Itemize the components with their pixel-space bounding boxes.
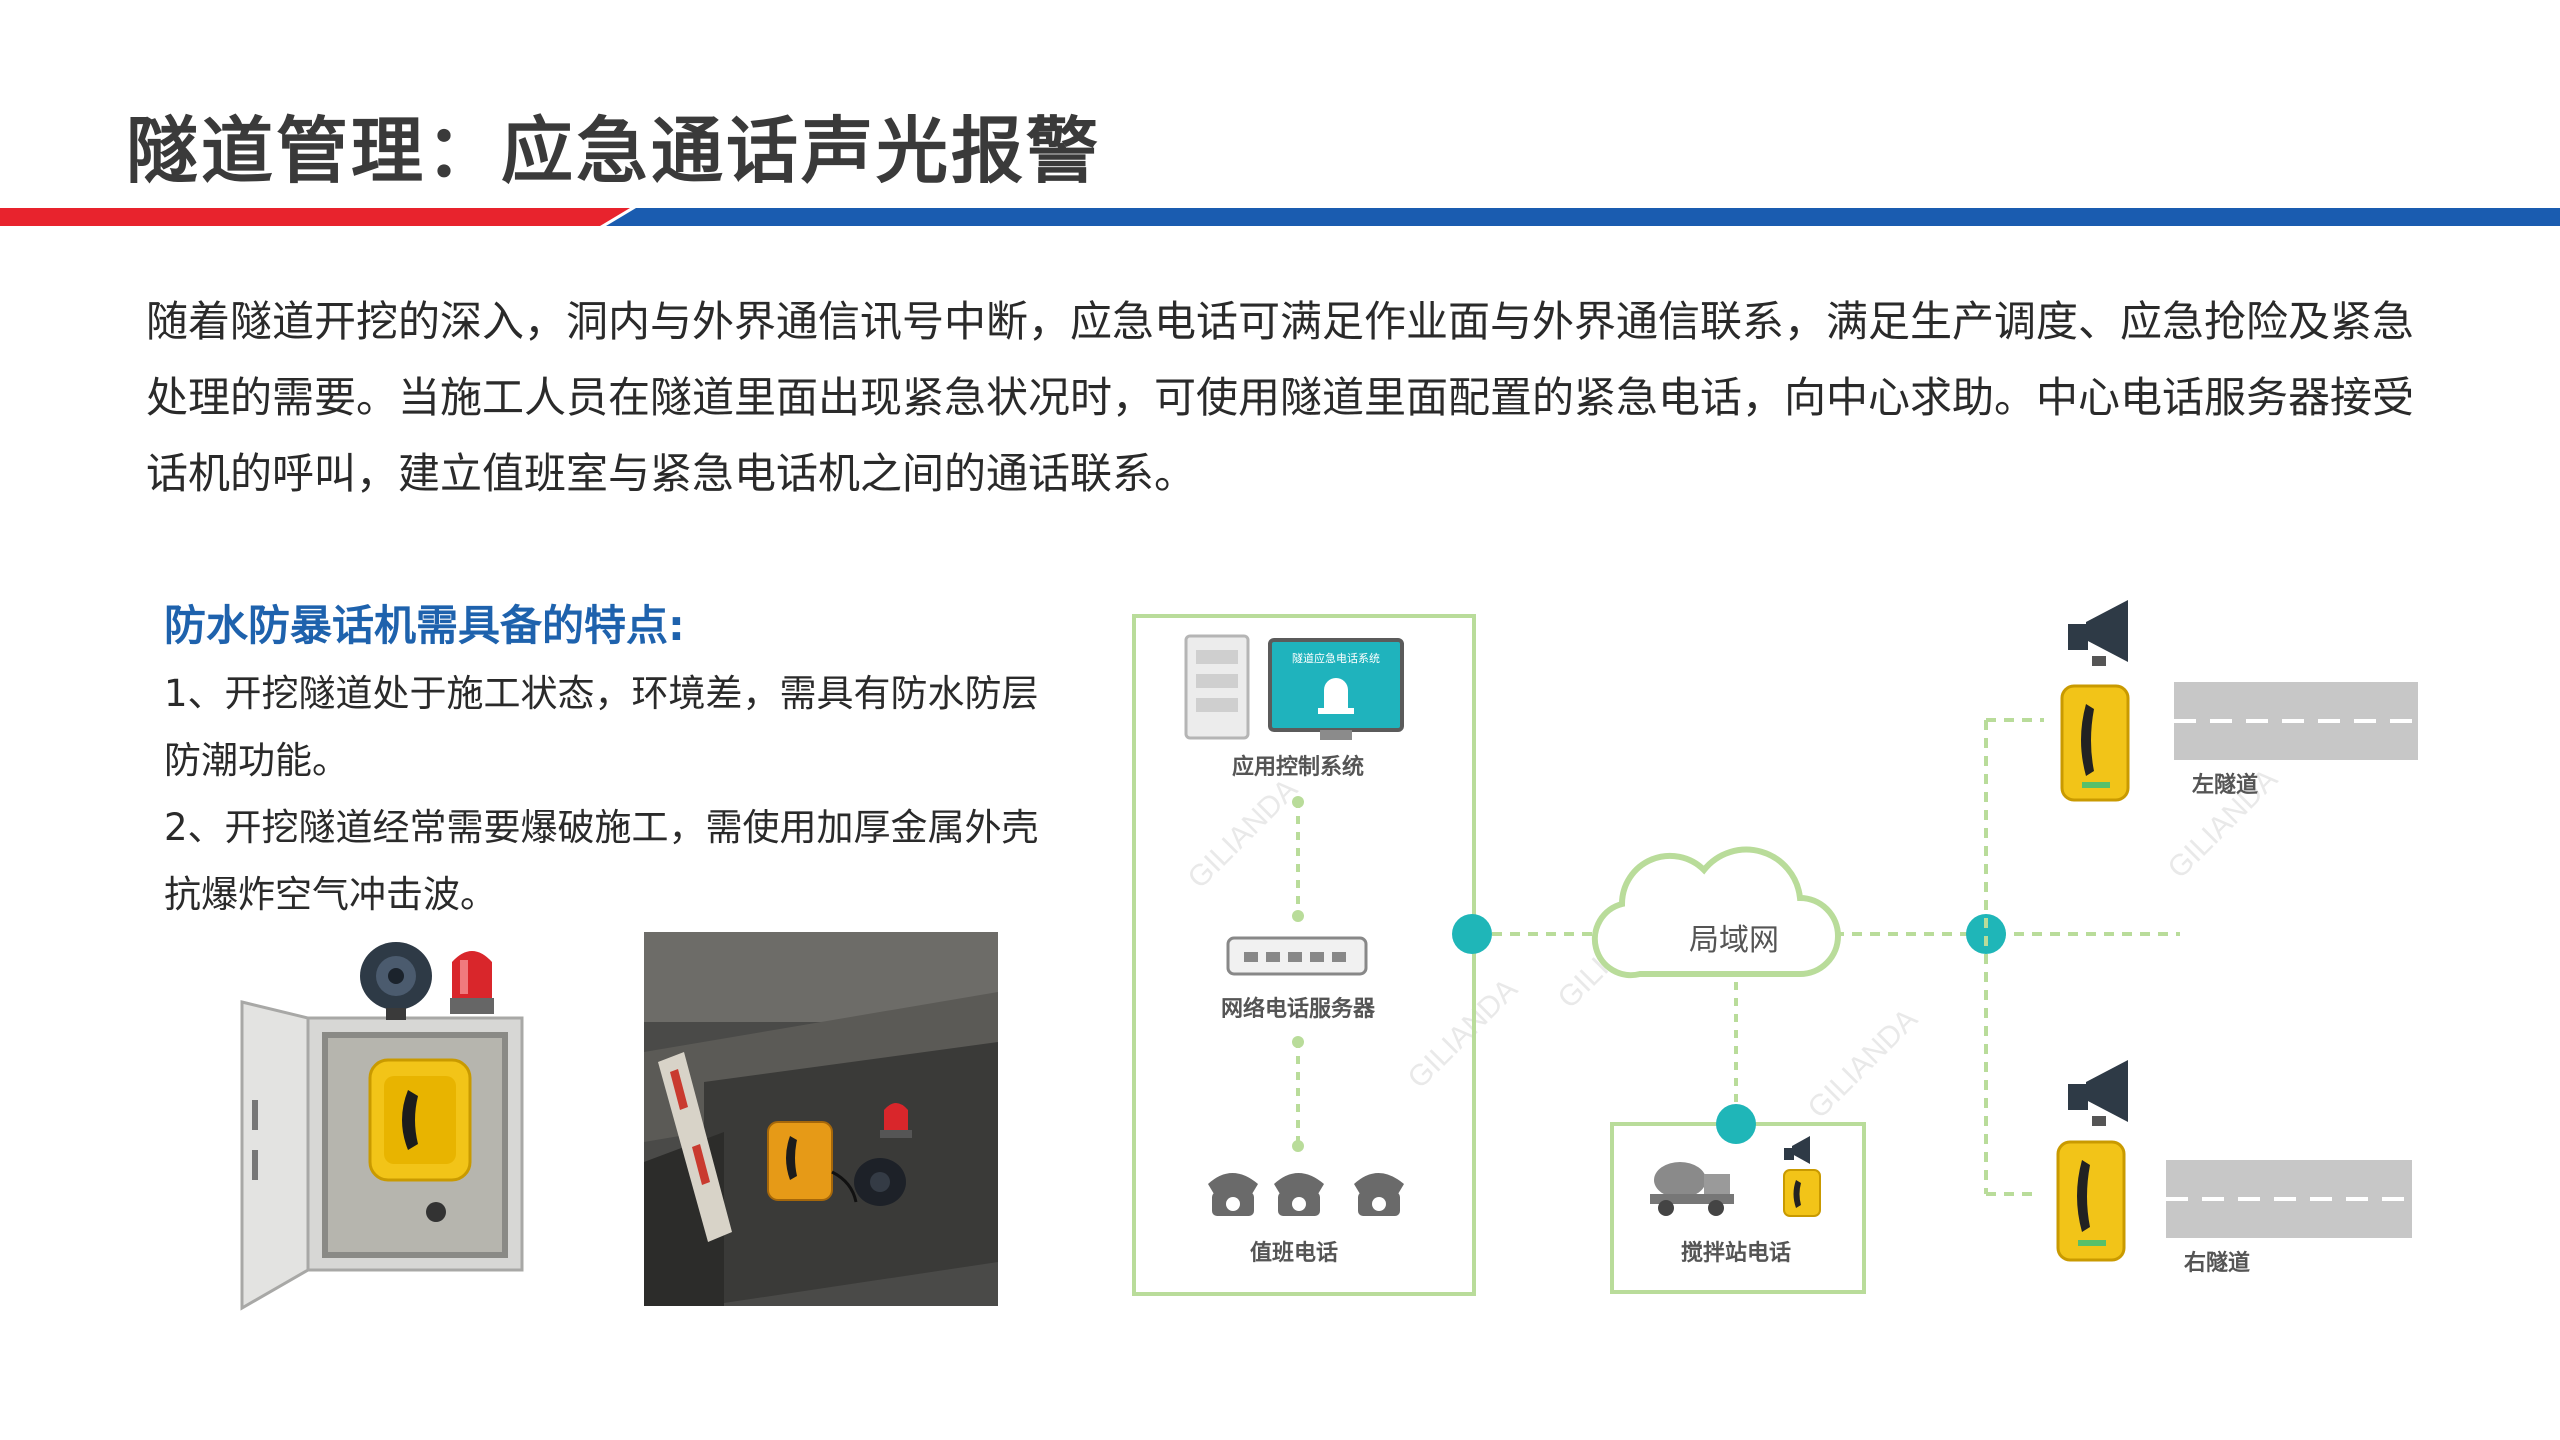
phone-icon xyxy=(2060,684,2130,802)
features-section: 防水防暴话机需具备的特点: 1、开挖隧道处于施工状态，环境差，需具有防水防层防潮… xyxy=(164,592,1044,928)
duty-phone-label: 值班电话 xyxy=(1250,1240,1338,1266)
speaker-icon xyxy=(2068,600,2128,666)
lan-label: 局域网 xyxy=(1689,923,1779,958)
connection-node xyxy=(1452,914,1492,954)
connection-node xyxy=(1716,1104,1756,1144)
cabinet-phone-photo xyxy=(240,942,524,1311)
lan-cloud-icon xyxy=(1591,846,1841,979)
duty-phone-icon xyxy=(1208,1173,1404,1216)
speaker-icon xyxy=(360,942,432,1020)
phone-icon xyxy=(767,1121,833,1201)
screen-caption: 隧道应急电话系统 xyxy=(1292,651,1380,665)
speaker-icon xyxy=(2068,1060,2128,1126)
mixing-station-frame xyxy=(1610,1122,1866,1294)
system-diagram: GILIANDA GILIANDA GILIANDA GILIANDA GILI… xyxy=(1132,600,2418,1296)
right-tunnel-road xyxy=(2166,1160,2412,1238)
connection-node xyxy=(1966,914,2006,954)
speaker-icon xyxy=(1784,1136,1810,1164)
features-title: 防水防暴话机需具备的特点: xyxy=(164,601,685,650)
control-system-icon: 隧道应急电话系统 xyxy=(1184,634,1404,740)
mixing-station-label: 搅拌站电话 xyxy=(1681,1240,1791,1266)
left-tunnel-label: 左隧道 xyxy=(2192,772,2258,798)
intro-paragraph: 随着隧道开挖的深入，洞内与外界通信讯号中断，应急电话可满足作业面与外界通信联系，… xyxy=(146,297,2415,498)
speaker-icon xyxy=(854,1158,906,1206)
right-tunnel-label: 右隧道 xyxy=(2184,1250,2250,1276)
page-title: 隧道管理：应急通话声光报警 xyxy=(126,109,1102,193)
phone-icon xyxy=(1783,1169,1821,1217)
watermark-text: GILIANDA xyxy=(1182,773,1304,895)
alarm-light-icon xyxy=(880,1103,912,1138)
mixer-truck-icon xyxy=(1650,1162,1734,1216)
phone-server-label: 网络电话服务器 xyxy=(1221,996,1376,1022)
tunnel-phone-photo xyxy=(644,932,998,1306)
left-tunnel-road xyxy=(2174,682,2418,760)
phone-server-icon xyxy=(1226,936,1368,976)
phone-icon xyxy=(368,1058,472,1182)
alarm-light-icon xyxy=(450,951,494,1014)
feature-item: 2、开挖隧道经常需要爆破施工，需使用加厚金属外壳抗爆炸空气冲击波。 xyxy=(164,806,1039,916)
control-system-label: 应用控制系统 xyxy=(1232,754,1364,780)
office-frame xyxy=(1132,614,1476,1296)
watermark-text: GILIANDA xyxy=(1802,1003,1924,1125)
phone-icon xyxy=(2056,1140,2126,1262)
watermark-text: GILIANDA xyxy=(1402,973,1524,1095)
feature-item: 1、开挖隧道处于施工状态，环境差，需具有防水防层防潮功能。 xyxy=(164,672,1039,782)
title-divider-bar xyxy=(0,208,2560,226)
